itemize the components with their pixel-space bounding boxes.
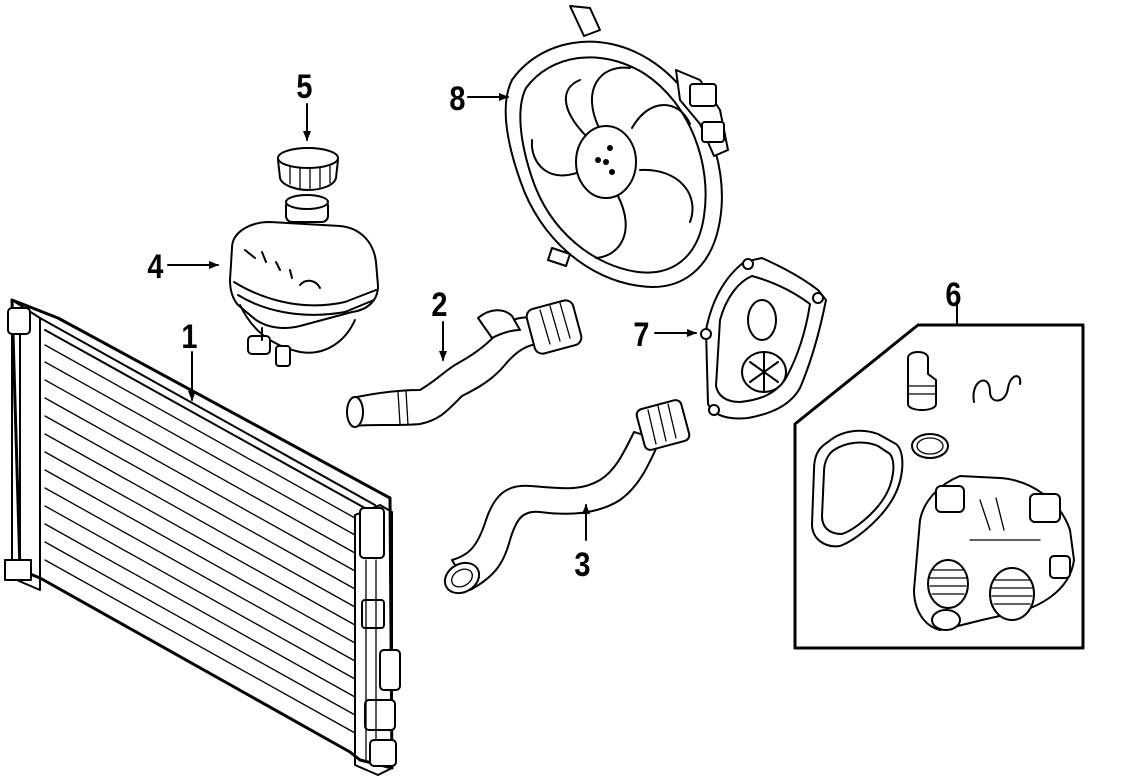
callout-4: 4	[147, 248, 164, 286]
water-pump-part-7	[654, 257, 827, 420]
callout-2: 2	[431, 286, 448, 324]
coolant-reservoir-part-4	[167, 194, 379, 367]
callout-7: 7	[633, 316, 650, 354]
reservoir-cap-part-5	[277, 103, 339, 191]
thermostat-assembly-part-6	[793, 301, 1085, 650]
cooling-fan-part-8	[467, 5, 729, 288]
callout-1: 1	[181, 318, 198, 356]
upper-hose-part-2	[346, 299, 583, 428]
callout-5: 5	[296, 68, 313, 106]
radiator-part-1	[4, 298, 401, 776]
callout-3: 3	[574, 546, 591, 584]
lower-hose-part-3	[443, 399, 691, 595]
callout-8: 8	[449, 80, 466, 118]
callout-6: 6	[945, 276, 962, 314]
